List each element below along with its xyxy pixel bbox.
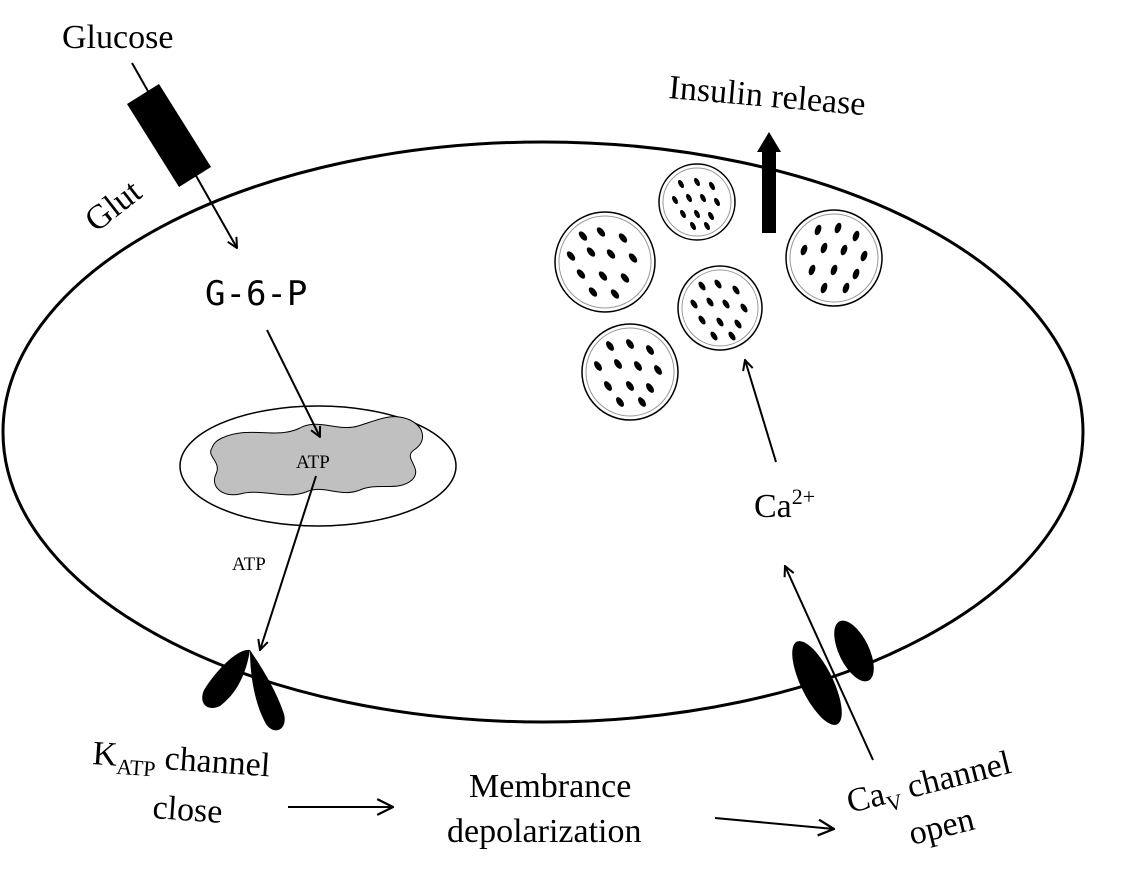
cav-ca: Ca [843,776,889,821]
atp-arrow-label: ATP [232,554,266,575]
ca-channel-icon [792,620,874,725]
insulin-vesicle-icon [677,265,763,351]
insulin-vesicle-icon [581,323,679,421]
ca-to-vesicles-arrow [745,360,777,463]
katp-k: K [91,735,119,774]
g6p-label: G-6-P [205,274,307,314]
ca2-label: Ca2+ [754,484,815,525]
cell-membrane [1,140,1085,724]
katp-subscript: ATP [116,754,157,782]
g6p-to-atp-arrow [266,329,320,437]
katp-close-label: close [151,789,223,831]
mitochondrion-icon [179,405,457,527]
membrane-depolarization-line1: Membrance [469,768,631,805]
katp-channel-icon [202,649,285,731]
ca2-superscript: 2+ [792,484,815,509]
cav-open-label: open [905,801,978,853]
cav-subscript: V [884,788,906,816]
atp-to-katp-arrow [260,475,317,650]
glut-transporter-icon [127,62,237,248]
insulin-vesicle-icon [658,163,736,241]
insulin-vesicle-icon [554,211,656,313]
insulin-release-label: Insulin release [667,69,867,123]
insulin-vesicles [554,163,883,421]
cav-channel-word: channel [895,744,1015,808]
cav-to-ca-arrow [785,566,874,761]
insulin-vesicle-icon [785,209,883,307]
insulin-release-arrow [757,132,781,233]
glut-label: Glut [78,173,149,240]
membrane-depolarization-line2: depolarization [447,813,641,850]
katp-channel-label: KATP channel [91,735,271,789]
atp-inner-label: ATP [296,452,330,473]
depolarization-to-cav-arrow [714,817,834,829]
ca2-main: Ca [754,488,792,525]
glucose-label: Glucose [62,19,173,56]
katp-channel-word: channel [155,740,272,785]
